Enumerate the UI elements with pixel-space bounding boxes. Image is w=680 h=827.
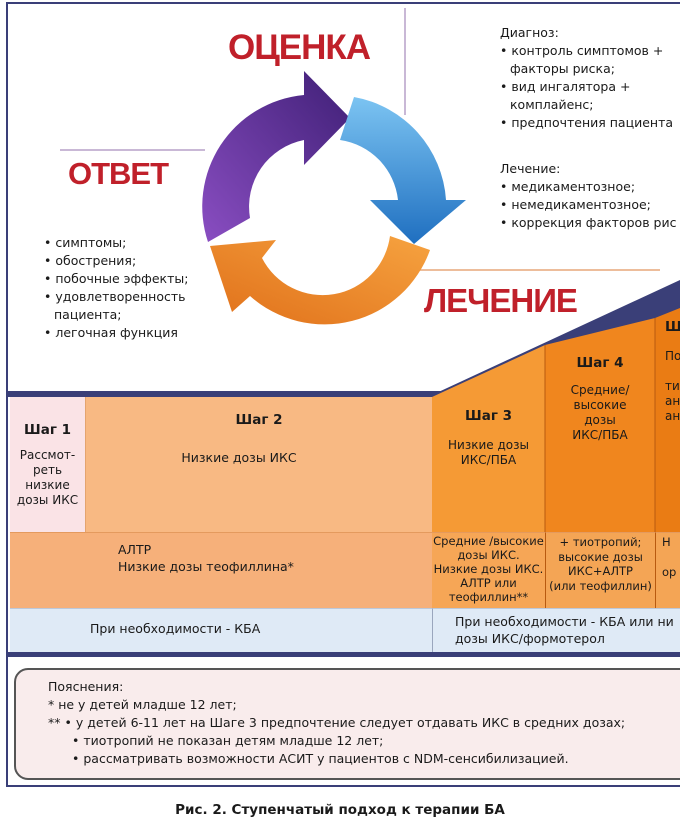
response-item: • легочная функция [44,325,178,340]
cycle-arrow-orange [210,236,430,325]
cycle-diagram [60,8,660,325]
diagnosis-list: Диагноз: • контроль симптомов + факторы … [500,24,673,132]
diagnosis-item: • вид ингалятора + [500,79,631,94]
figure-caption: Рис. 2. Ступенчатый подход к терапии БА [175,802,505,818]
other-row-step-3: Средние /высокие дозы ИКС. Низкие дозы И… [432,532,545,608]
step-2-cell: Шаг 2 Низкие дозы ИКС [86,397,432,532]
response-item: • удовлетворенность [44,289,186,304]
step-1-preferred: Рассмот- реть низкие дозы ИКС [16,448,79,507]
assessment-label: ОЦЕНКА [228,28,371,67]
step-3-name: Шаг 3 [465,408,512,424]
stair-outline [8,280,680,657]
figure-frame [6,2,680,787]
response-list: • симптомы; • обострения; • побочные эфф… [44,234,188,342]
step-2-name: Шаг 2 [235,412,283,428]
step-4-other: + тиотропий; высокие дозы ИКС+АЛТР (или … [549,535,652,593]
note-line: • рассматривать возможности АСИТ у пацие… [72,751,569,766]
step-3-cell: Шаг 3 Низкие дозы ИКС/ПБА [432,397,545,532]
treatment-item: • коррекция факторов рис [500,215,677,230]
response-item: • симптомы; [44,235,127,250]
step-3-other: Средние /высокие дозы ИКС. Низкие дозы И… [433,534,544,604]
treatment-item: • немедикаментозное; [500,197,651,212]
step-5-name: Ш [665,319,680,335]
response-label: ОТВЕТ [68,156,169,191]
treatment-item: • медикаментозное; [500,179,636,194]
reliever-left-text: При необходимости - КБА [90,621,261,636]
diagnosis-title: Диагноз: [500,25,559,40]
treatment-list: Лечение: • медикаментозное; • немедикаме… [500,160,676,232]
step-5-other: Н ор [662,535,677,579]
step-2-other: АЛТР Низкие дозы теофиллина* [118,542,294,574]
note-line: ** • у детей 6-11 лет на Шаге 3 предпочт… [48,715,626,730]
treatment-title: Лечение: [500,161,561,176]
reliever-right: При необходимости - КБА или ни дозы ИКС/… [432,608,680,652]
step-4-name: Шаг 4 [576,355,624,371]
step-5-preferred: По тио ан ант [665,349,680,423]
diagnosis-item: комплайенс; [510,97,594,112]
other-row-step-5: Н ор [655,532,680,608]
notes-title: Пояснения: [48,679,124,694]
diagnosis-item: факторы риска; [510,61,615,76]
step-5-cell: Ш По тио ан ант [655,318,680,532]
note-line: * не у детей младше 12 лет; [48,697,237,712]
response-item: пациента; [54,307,122,322]
note-line: • тиотропий не показан детям младше 12 л… [72,733,384,748]
other-row-step-2: АЛТР Низкие дозы теофиллина* [86,532,432,608]
treatment-label: ЛЕЧЕНИЕ [424,282,578,319]
other-row-step-1 [10,532,86,608]
other-row-step-4: + тиотропий; высокие дозы ИКС+АЛТР (или … [545,532,655,608]
step-4-cell: Шаг 4 Средние/ высокие дозы ИКС/ПБА [545,352,655,532]
response-item: • побочные эффекты; [44,271,189,286]
diagnosis-item: • контроль симптомов + [500,43,664,58]
reliever-left: При необходимости - КБА [10,608,432,652]
cycle-arrow-blue [340,97,466,244]
diagnosis-item: • предпочтения пациента [500,115,674,130]
step-4-preferred: Средние/ высокие дозы ИКС/ПБА [570,383,630,442]
notes-box: Пояснения: * не у детей младше 12 лет; *… [14,668,680,780]
step-2-preferred: Низкие дозы ИКС [181,450,297,465]
cycle-arrow-purple [202,71,350,242]
step-1-name: Шаг 1 [24,422,71,438]
response-item: • обострения; [44,253,137,268]
step-3-preferred: Низкие дозы ИКС/ПБА [448,438,529,467]
step-1-cell: Шаг 1 Рассмот- реть низкие дозы ИКС [10,397,86,532]
reliever-right-text: При необходимости - КБА или ни дозы ИКС/… [455,614,674,646]
